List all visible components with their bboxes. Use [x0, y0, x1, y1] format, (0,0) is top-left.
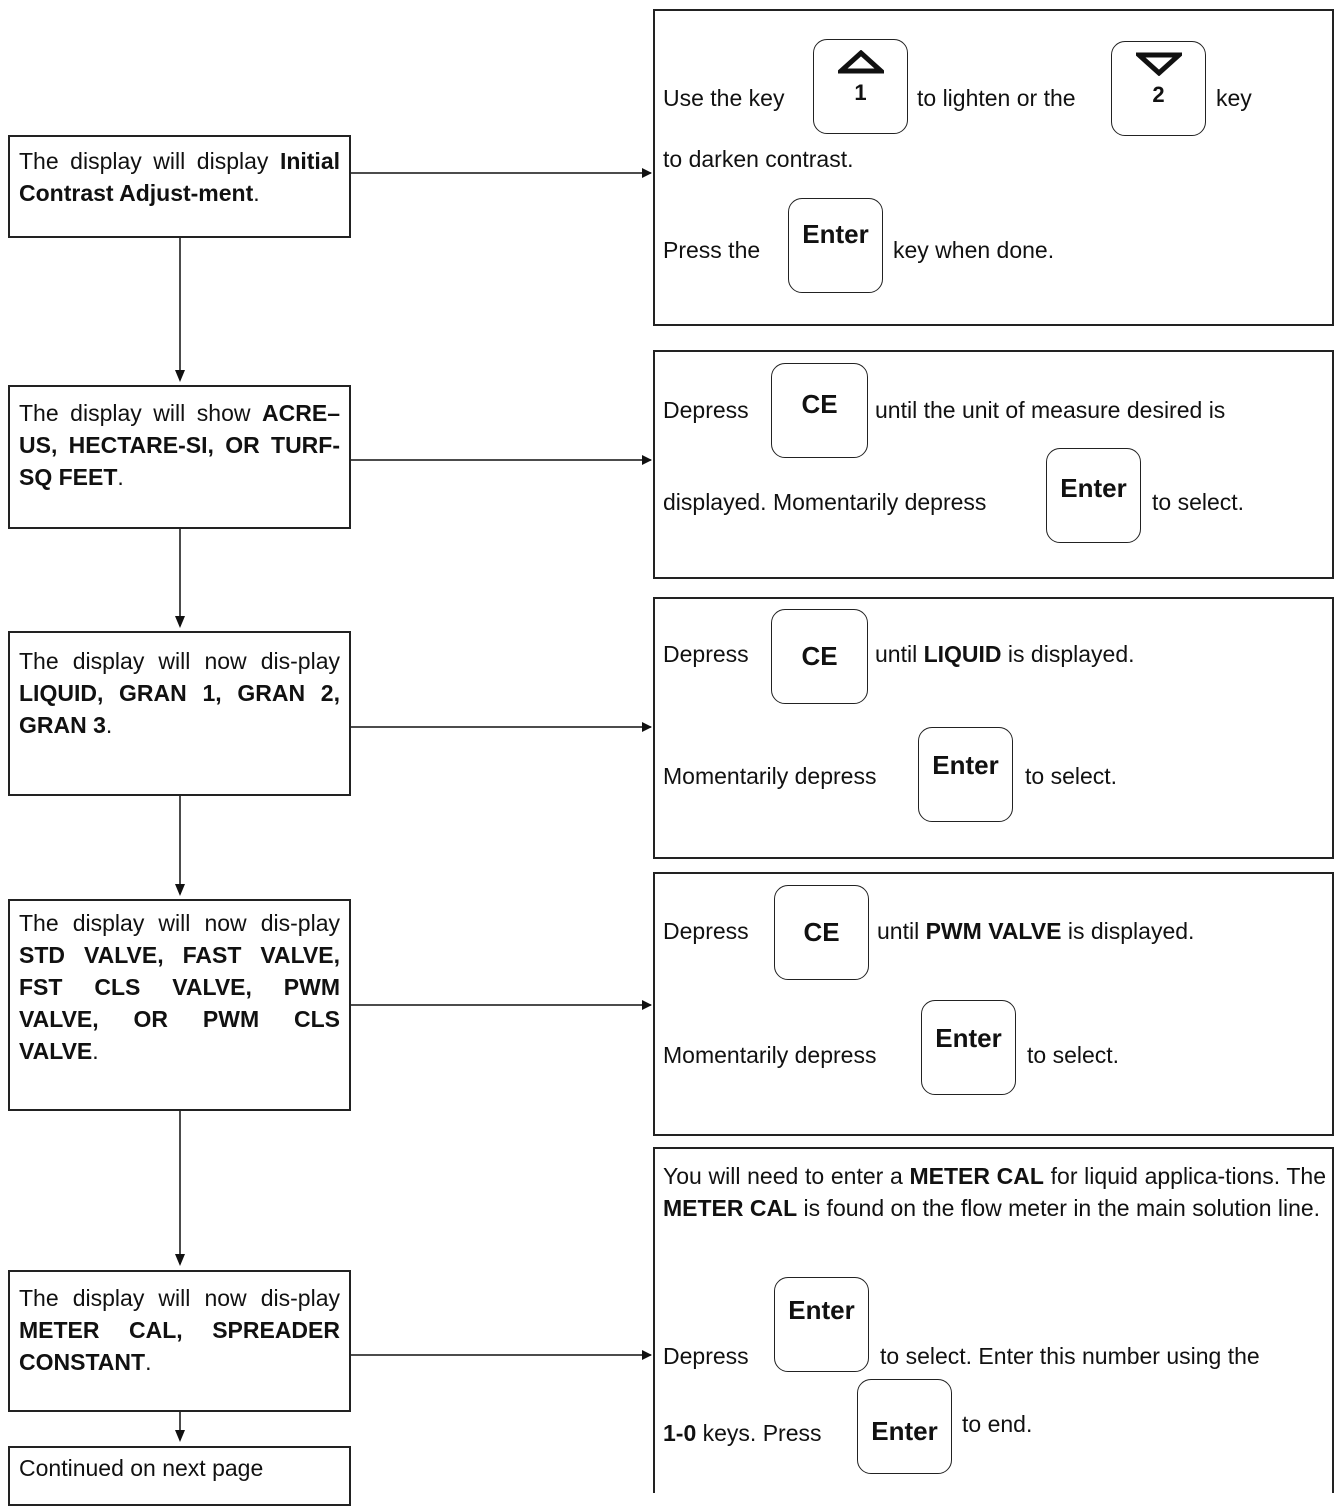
step-3-text: The display will now dis-play [19, 648, 340, 674]
p3-text-2b: LIQUID [923, 641, 1002, 667]
p5-para-c: for liquid applica-tions. The [1043, 1163, 1327, 1189]
key-up-number: 1 [854, 80, 867, 105]
p3-text-2: until LIQUID is displayed. [875, 640, 1135, 668]
p5-text-2: to select. Enter this number using the [880, 1343, 1260, 1369]
continued-text: Continued on next page [19, 1455, 264, 1481]
step-5-text: The display will now dis-play [19, 1285, 340, 1311]
p4-text-2: until PWM VALVE is displayed. [877, 917, 1194, 945]
step-2-bold: ACRE– US, HECTARE-SI, OR TURF-SQ FEET [19, 400, 340, 490]
key-down-2[interactable]: 2 [1111, 41, 1206, 136]
step-box-5: The display will now dis-play METER CAL,… [8, 1270, 351, 1412]
p1-text-2: to lighten or the [917, 85, 1076, 111]
p1-text-6: key when done. [893, 237, 1055, 263]
step-4-punct: . [92, 1038, 99, 1064]
step-3-bold: LIQUID, GRAN 1, GRAN 2, GRAN 3 [19, 680, 340, 738]
key-enter-p3[interactable]: Enter [918, 727, 1013, 822]
key-enter-p1[interactable]: Enter [788, 198, 883, 293]
key-enter-p5b[interactable]: Enter [857, 1379, 952, 1474]
triangle-down-icon [1135, 52, 1182, 76]
triangle-up-icon [837, 50, 884, 74]
p4-text-1: Depress [663, 918, 749, 944]
step-4-bold: STD VALVE, FAST VALVE, FST CLS VALVE, PW… [19, 942, 340, 1064]
p3-text-2a: until [875, 641, 924, 667]
key-ce-p2[interactable]: CE [771, 363, 868, 458]
panel-units [653, 350, 1334, 579]
p5-para-b: METER CAL [909, 1163, 1044, 1189]
step-1-text: The display will display [19, 148, 280, 174]
step-2-punct: . [117, 464, 124, 490]
step-box-3: The display will now dis-play LIQUID, GR… [8, 631, 351, 796]
p4-text-3: Momentarily depress [663, 1042, 877, 1068]
key-ce-p3[interactable]: CE [771, 609, 868, 704]
p2-text-1: Depress [663, 397, 749, 423]
key-down-number: 2 [1152, 82, 1165, 107]
panel-contrast [653, 9, 1334, 326]
key-enter-p5a[interactable]: Enter [774, 1277, 869, 1372]
p3-text-2c: is displayed. [1001, 641, 1135, 667]
p1-text-5: Press the [663, 237, 761, 263]
p5-text-3: 1-0 keys. Press [663, 1419, 822, 1447]
step-box-1: The display will display Initial Contras… [8, 135, 351, 238]
p2-text-4: to select. [1152, 489, 1245, 515]
p5-text-3a: 1-0 [663, 1420, 697, 1446]
step-5-punct: . [145, 1349, 152, 1375]
p3-text-3: Momentarily depress [663, 763, 877, 789]
p2-text-3: displayed. Momentarily depress [663, 489, 987, 515]
step-2-text: The display will show [19, 400, 263, 426]
p3-text-1: Depress [663, 641, 749, 667]
p4-text-2b: PWM VALVE [925, 918, 1062, 944]
p5-para-d: METER CAL [663, 1195, 798, 1221]
key-up-1[interactable]: 1 [813, 39, 908, 134]
step-4-text: The display will now dis-play [19, 910, 340, 936]
p1-text-1: Use the key [663, 85, 785, 111]
p5-text-3b: keys. Press [696, 1420, 822, 1446]
step-1-punct: . [253, 180, 260, 206]
step-3-punct: . [105, 712, 113, 738]
p4-text-4: to select. [1027, 1042, 1120, 1068]
p3-text-4: to select. [1025, 763, 1118, 789]
p4-text-2c: is displayed. [1061, 918, 1195, 944]
p4-text-2a: until [877, 918, 926, 944]
step-1-bold: Initial Contrast Adjust-ment [19, 148, 340, 206]
step-box-2: The display will show ACRE– US, HECTARE-… [8, 385, 351, 529]
p2-text-2: until the unit of measure desired is [875, 397, 1226, 423]
key-enter-p4[interactable]: Enter [921, 1000, 1016, 1095]
panel-meter-cal [653, 1147, 1334, 1493]
p5-text-1: Depress [663, 1343, 749, 1369]
p5-text-4: to end. [962, 1411, 1033, 1437]
p1-text-4: to darken contrast. [663, 146, 854, 172]
step-box-4: The display will now dis-play STD VALVE,… [8, 899, 351, 1111]
continued-box: Continued on next page [8, 1446, 351, 1506]
key-ce-p4[interactable]: CE [774, 885, 869, 980]
step-5-bold: METER CAL, SPREADER CONSTANT [19, 1317, 340, 1375]
key-enter-p2[interactable]: Enter [1046, 448, 1141, 543]
p5-para-e: is found on the flow meter in the main s… [797, 1195, 1321, 1221]
p5-para-a: You will need to enter a [663, 1163, 910, 1189]
p1-text-3: key [1216, 85, 1252, 111]
p5-paragraph: You will need to enter a METER CAL for l… [663, 1160, 1326, 1224]
